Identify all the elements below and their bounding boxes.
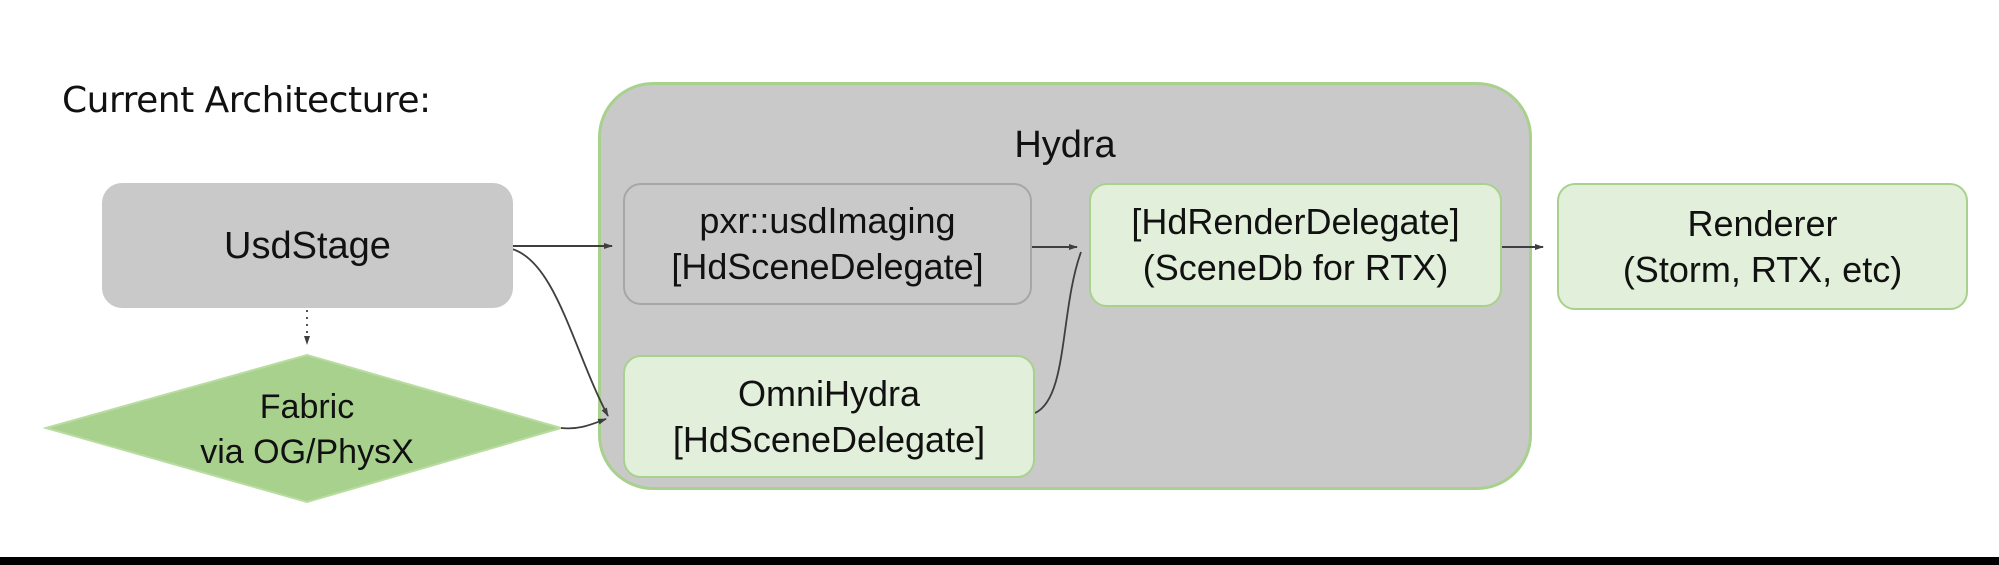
node-pxr-usdimaging-line2: [HdSceneDelegate]: [671, 246, 984, 287]
node-pxr-usdimaging-line1: pxr::usdImaging: [699, 200, 956, 241]
node-fabric-label: Fabric via OG/PhysX: [107, 375, 507, 485]
node-usdstage: UsdStage: [102, 183, 513, 308]
node-renderer: Renderer (Storm, RTX, etc): [1557, 183, 1968, 310]
slide-footer-bar: [0, 557, 1999, 565]
node-hdrenderdelegate-line2: (SceneDb for RTX): [1142, 247, 1449, 288]
hydra-group-label: Hydra: [1014, 124, 1116, 166]
node-pxr-usdimaging: pxr::usdImaging [HdSceneDelegate]: [623, 183, 1032, 305]
slide-title: Current Architecture:: [62, 80, 431, 121]
node-hdrenderdelegate: [HdRenderDelegate] (SceneDb for RTX): [1089, 183, 1502, 307]
node-renderer-line2: (Storm, RTX, etc): [1622, 248, 1903, 290]
node-omnihydra-line1: OmniHydra: [737, 372, 921, 414]
edge-usdstage-omnihydra: [511, 248, 609, 417]
node-hdrenderdelegate-line1: [HdRenderDelegate]: [1131, 201, 1460, 242]
node-fabric-line2: via OG/PhysX: [200, 433, 414, 471]
node-omnihydra: OmniHydra [HdSceneDelegate]: [623, 355, 1035, 478]
node-omnihydra-line2: [HdSceneDelegate]: [672, 418, 986, 460]
node-fabric-line1: Fabric: [259, 388, 355, 426]
node-renderer-line1: Renderer: [1687, 202, 1838, 244]
node-usdstage-label: UsdStage: [224, 224, 391, 267]
